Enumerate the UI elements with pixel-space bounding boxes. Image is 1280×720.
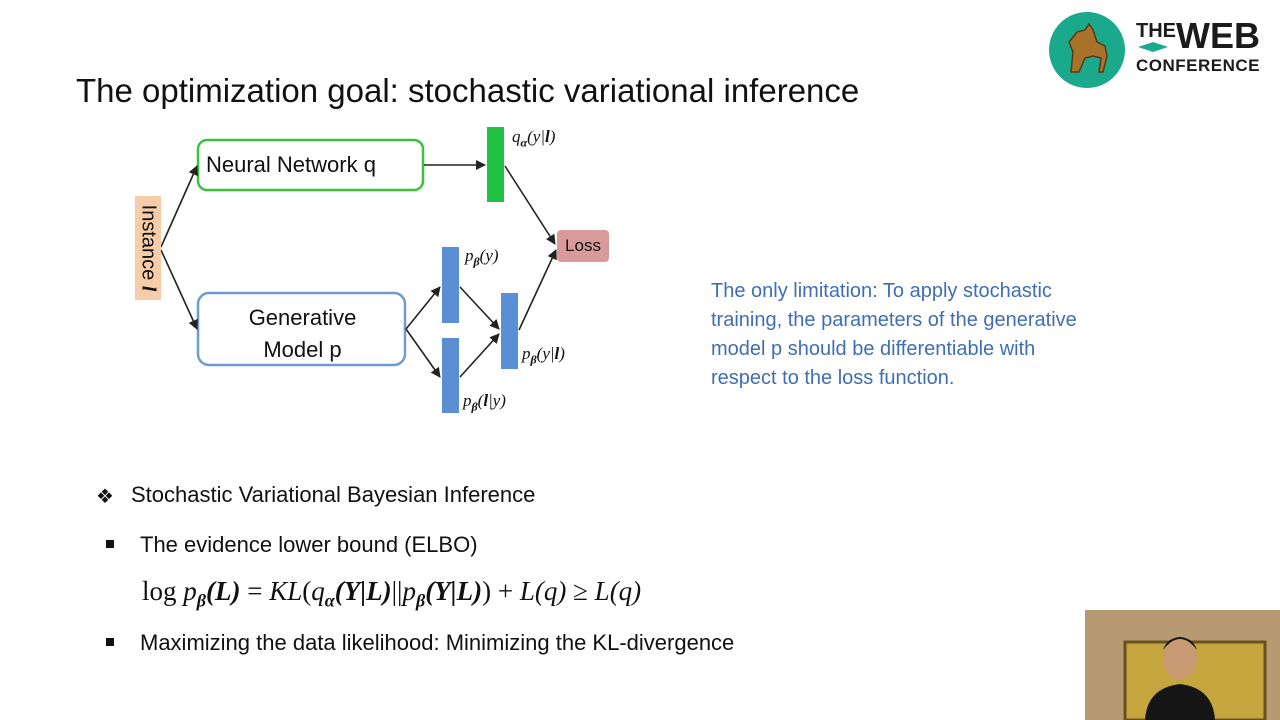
p-y-given-l-bar bbox=[501, 293, 518, 369]
square-bullet-icon bbox=[106, 638, 114, 646]
generative-model-line1: Generative bbox=[248, 305, 357, 330]
p-l-given-y-label: pβ(l|y) bbox=[463, 391, 506, 414]
q-output-label: qα(y|l) bbox=[512, 127, 556, 150]
elbo-formula: log pβ(L) = KL(qα(Y|L)||pβ(Y|L)) + L(q) … bbox=[142, 576, 642, 611]
bullet-kl: Maximizing the data likelihood: Minimizi… bbox=[140, 630, 735, 655]
neural-network-label: Neural Network q bbox=[206, 152, 376, 177]
logo-text-web: WEB bbox=[1176, 15, 1260, 56]
logo-diamond-icon bbox=[1138, 42, 1168, 52]
arrow-py-to-pyl bbox=[459, 286, 500, 330]
arrow-q-to-loss bbox=[504, 165, 556, 245]
p-y-label: pβ(y) bbox=[465, 246, 499, 269]
horse-icon bbox=[1068, 22, 1108, 73]
p-y-given-l-label: pβ(y|l) bbox=[522, 344, 565, 367]
generative-model-box bbox=[196, 291, 407, 367]
arrow-pyl-to-loss bbox=[518, 249, 557, 331]
instance-word: Instance bbox=[137, 204, 160, 281]
presenter-webcam bbox=[1085, 610, 1280, 720]
arrow-gm-to-ply bbox=[405, 328, 441, 378]
limitation-note: The only limitation: To apply stochastic… bbox=[711, 280, 1077, 389]
loss-box: Loss bbox=[557, 230, 609, 262]
neural-network-box bbox=[196, 138, 425, 192]
bullet-main: Stochastic Variational Bayesian Inferenc… bbox=[131, 482, 536, 507]
instance-box bbox=[135, 196, 161, 300]
arrow-gm-to-py bbox=[405, 286, 441, 330]
logo-text-the: THE bbox=[1136, 20, 1176, 42]
p-l-given-y-bar bbox=[442, 338, 459, 413]
arrow-ply-to-pyl bbox=[459, 333, 500, 378]
logo-text-conference: CONFERENCE bbox=[1136, 56, 1261, 75]
arrow-instance-to-nn bbox=[160, 165, 198, 248]
diamond-bullet-icon: ❖ bbox=[96, 486, 114, 508]
slide-title: The optimization goal: stochastic variat… bbox=[76, 72, 860, 109]
q-output-bar bbox=[487, 127, 504, 202]
square-bullet-icon bbox=[106, 540, 114, 548]
presenter-video-frame bbox=[1085, 610, 1280, 720]
arrow-instance-to-gm bbox=[160, 249, 198, 330]
instance-symbol: l bbox=[137, 285, 160, 292]
conference-logo bbox=[1049, 12, 1125, 88]
generative-model-line2: Model p bbox=[263, 337, 342, 362]
generative-model-label: Generative Model p bbox=[200, 302, 405, 366]
p-y-bar bbox=[442, 247, 459, 323]
instance-label: Instance l bbox=[137, 205, 160, 292]
bullet-elbo: The evidence lower bound (ELBO) bbox=[140, 532, 478, 557]
